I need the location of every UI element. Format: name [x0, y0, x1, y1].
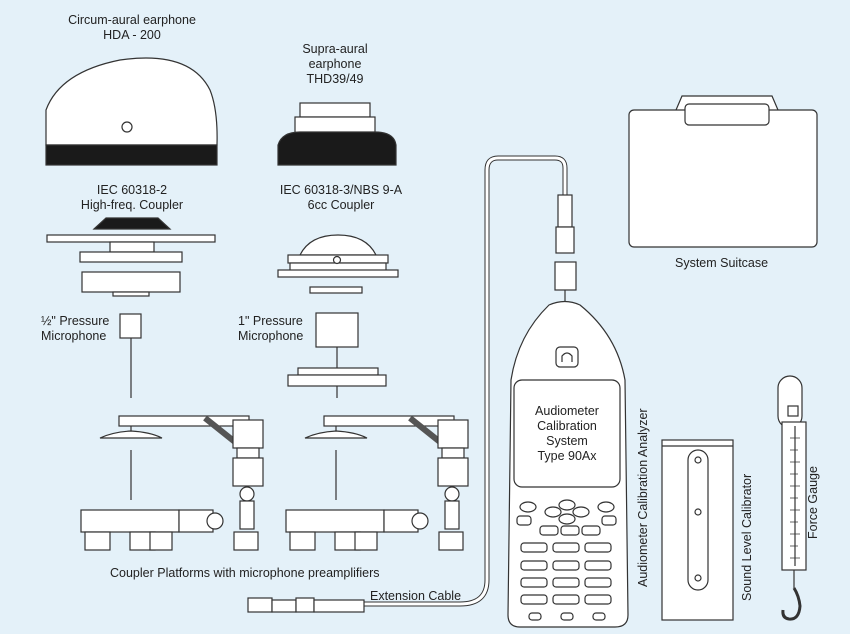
screen-line4: Type 90Ax [537, 449, 597, 463]
hda-label-line2: HDA - 200 [103, 28, 161, 42]
iec3-label-line1: IEC 60318-3/NBS 9-A [279, 183, 403, 197]
iec-60318-3-label: IEC 60318-3/NBS 9-A 6cc Coupler [256, 183, 426, 213]
iec3-label-line2: 6cc Coupler [307, 198, 375, 212]
mic-half-line2: Microphone [41, 329, 107, 343]
one-inch-microphone [287, 312, 387, 398]
screen-line1: Audiometer [535, 404, 599, 418]
iec-60318-2-label: IEC 60318-2 High-freq. Coupler [52, 183, 212, 213]
force-gauge [777, 375, 807, 621]
force-gauge-label: Force Gauge [806, 466, 820, 539]
mic-half-line1: ½" Pressure [41, 314, 110, 328]
half-inch-mic-label: ½" Pressure Microphone [41, 314, 109, 344]
extension-cable-label: Extension Cable [370, 589, 462, 603]
thd39-earphone [277, 102, 397, 166]
analyzer-connector [554, 194, 577, 305]
mic-one-line2: Microphone [238, 329, 304, 343]
thd39-label: Supra-aural earphone THD39/49 [265, 42, 405, 87]
sound-level-calibrator [661, 439, 734, 621]
analyzer-vertical-label: Audiometer Calibration Analyzer [636, 408, 650, 587]
extension-cable [247, 155, 568, 613]
coupler-platforms-label: Coupler Platforms with microphone preamp… [110, 566, 380, 580]
six-cc-coupler [277, 234, 399, 294]
coupler-platform-right [285, 415, 469, 551]
screen-line3: System [546, 434, 588, 448]
thd-label-line3: THD39/49 [306, 72, 364, 86]
thd-label-line2: earphone [308, 57, 362, 71]
hda-label-line1: Circum-aural earphone [68, 13, 196, 27]
hda-200-label: Circum-aural earphone HDA - 200 [47, 13, 217, 43]
half-inch-microphone [119, 313, 142, 398]
system-suitcase [628, 95, 818, 248]
mic-one-line1: 1" Pressure [238, 314, 303, 328]
hda-200-earphone [45, 57, 218, 166]
one-inch-mic-label: 1" Pressure Microphone [238, 314, 303, 344]
iec2-label-line1: IEC 60318-2 [96, 183, 168, 197]
analyzer-keypad [516, 499, 617, 621]
coupler-platform-left [80, 415, 264, 551]
system-suitcase-label: System Suitcase [675, 256, 769, 270]
high-freq-coupler [46, 217, 216, 297]
iec2-label-line2: High-freq. Coupler [80, 198, 184, 212]
sound-calibrator-label: Sound Level Calibrator [740, 473, 754, 601]
analyzer-screen-text: Audiometer Calibration System Type 90Ax [510, 404, 624, 464]
screen-line2: Calibration [537, 419, 597, 433]
thd-label-line1: Supra-aural [302, 42, 368, 56]
